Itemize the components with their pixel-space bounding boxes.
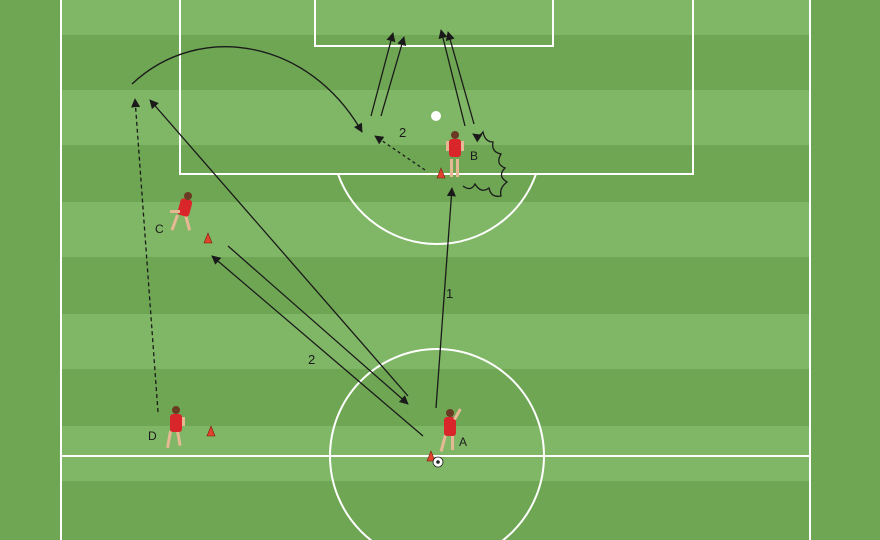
cone-icon — [203, 232, 213, 244]
cone-icon — [426, 450, 436, 462]
arrow-b-dribble — [462, 130, 509, 197]
penalty-arc — [337, 173, 537, 245]
arrow-1-pass-a-to-b — [435, 187, 456, 409]
player-d: D — [148, 406, 185, 449]
arrow-shot-1 — [370, 32, 396, 117]
player-a: A — [432, 408, 467, 468]
arrow-b-layoff — [374, 135, 426, 171]
penalty-spot — [431, 111, 441, 121]
arrow-long-ball-a-to-wing — [149, 99, 409, 397]
arrow-2-pass-a-to-c — [211, 255, 424, 437]
step-2-label: 2 — [308, 352, 315, 367]
player-figure-icon — [446, 131, 464, 177]
arrow-shot-3 — [438, 29, 466, 127]
center-circle — [329, 348, 545, 540]
player-a-label: A — [459, 435, 467, 449]
player-figure-icon — [439, 408, 462, 452]
arrow-curved-cross — [131, 46, 363, 133]
cones — [203, 167, 446, 462]
goal-area — [314, 0, 554, 47]
arrow-shot-2 — [380, 36, 407, 117]
player-c-label: C — [155, 222, 164, 236]
arrow-return-run-to-a — [227, 245, 409, 405]
cone-icon — [206, 425, 216, 437]
ball-icon — [432, 456, 444, 468]
step-1-label: 1 — [446, 286, 453, 301]
arrow-shot-4 — [445, 31, 475, 125]
player-c: C — [155, 192, 193, 236]
arrows — [131, 29, 509, 437]
player-b: B — [446, 131, 478, 177]
player-figure-icon — [170, 192, 193, 231]
penalty-box — [179, 0, 694, 175]
player-d-label: D — [148, 429, 157, 443]
step-2-top-label: 2 — [399, 125, 406, 140]
pitch-lines — [60, 0, 811, 540]
step-labels: 1 2 2 — [308, 125, 453, 367]
player-figure-icon — [166, 406, 185, 449]
player-b-label: B — [470, 149, 478, 163]
cone-icon — [436, 167, 446, 179]
arrow-d-run — [131, 98, 159, 413]
